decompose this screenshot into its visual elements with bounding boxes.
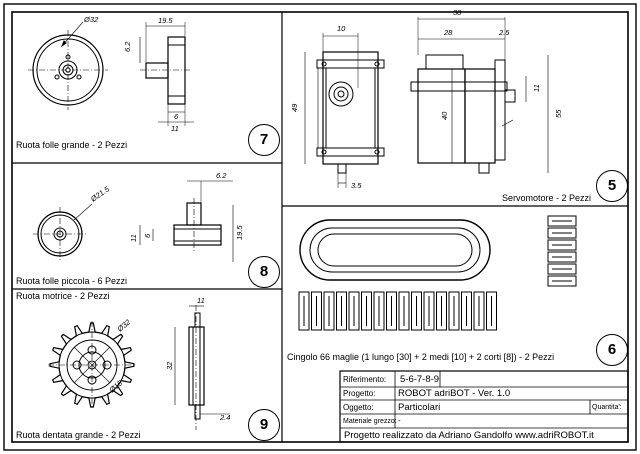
caption-part8: Ruota folle piccola - 6 Pezzi [16,276,128,286]
inner-frame [11,11,629,443]
dim-part9-height: 32 [165,361,174,370]
tb-riferimento-value: 5-6-7-8-9 [400,374,440,385]
tb-materiale-label: Materiale grezzo: [343,418,397,425]
part-number-8: 8 [248,256,280,288]
dim-part9-diameter: Ø32 [115,317,133,334]
dim-part5-10: 10 [337,24,346,33]
part9-side-view [174,305,230,430]
outer-frame [3,3,637,451]
caption-part9: Ruota dentata grande - 2 Pezzi [16,430,141,440]
dim-part8-width: 6.2 [216,171,227,180]
part7-front-view [28,21,108,110]
part5-front-view [304,33,385,188]
dim-part5-2_5: 2.5 [498,28,510,37]
tb-riferimento-label: Riferimento: [343,375,387,384]
dim-part5-38: 38 [453,8,462,17]
dim-part5-55: 55 [554,109,563,118]
part6-track-links-vertical [547,215,577,287]
part-number-5: 5 [596,170,628,202]
part6-track-loop [299,219,491,281]
part-number-9: 9 [248,409,280,441]
part9-front-view [48,321,136,409]
tb-materiale-value: - [398,416,401,425]
dim-part8-6: 6 [143,233,152,238]
part8-side-view [139,180,234,262]
part5-side-view [410,17,549,174]
tb-progetto-label: Progetto: [343,389,376,398]
part6-track-links-horizontal [298,291,497,331]
part8-front-view [33,203,93,261]
part-number-7: 7 [248,124,280,156]
heading-part9: Ruota motrice - 2 Pezzi [16,291,110,301]
dim-part8-height: 19.5 [235,225,244,240]
dim-part5-40: 40 [440,111,449,120]
dim-part9-width: 11 [197,296,205,305]
caption-part5: Servomotore - 2 Pezzi [502,193,592,203]
dim-part7-rim: 6 [174,112,179,121]
part-number-6: 6 [596,334,628,366]
dim-part5-3_5: 3.5 [351,181,362,190]
tb-footer: Progetto realizzato da Adriano Gandolfo … [344,430,594,441]
dim-part7-thickness: 11 [171,124,179,133]
caption-part7: Ruota folle grande - 2 Pezzi [16,140,128,150]
dim-part5-11: 11 [532,84,541,92]
tb-oggetto-label: Oggetto: [343,403,374,412]
dim-part7-diameter: Ø32 [83,15,99,24]
dim-part7-width: 19.5 [158,16,173,25]
tb-quantita-label: Quantita': [592,404,622,411]
title-block [339,370,629,443]
tb-progetto-value: ROBOT adriBOT - Ver. 1.0 [398,388,511,399]
dim-part8-diameter: Ø21.5 [88,184,111,204]
tb-oggetto-value: Particolari [398,402,441,413]
caption-part6: Cingolo 66 maglie (1 lungo [30] + 2 medi… [287,352,555,362]
dim-part5-49: 49 [290,103,299,112]
part7-side-view [139,22,194,126]
dim-part7-hub: 6.2 [123,41,132,52]
dim-part9-tooth: 2.4 [219,413,230,422]
dim-part8-11: 11 [129,234,138,242]
dim-part5-28: 28 [443,28,453,37]
